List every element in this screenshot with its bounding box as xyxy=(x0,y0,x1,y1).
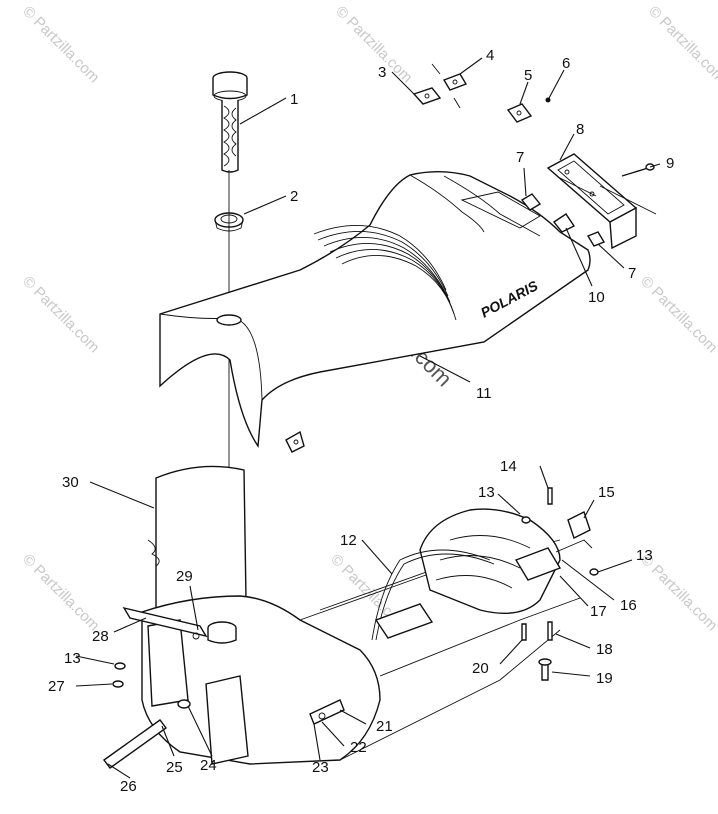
callout-29: 29 xyxy=(176,568,193,585)
callout-6: 6 xyxy=(562,55,570,72)
plate-part-5 xyxy=(506,103,533,123)
callout-26: 26 xyxy=(120,778,137,795)
callout-27: 27 xyxy=(48,678,65,695)
screw-part-9 xyxy=(621,163,655,177)
callout-25: 25 xyxy=(166,759,183,776)
callout-23: 23 xyxy=(312,759,329,776)
callout-14: 14 xyxy=(500,458,517,475)
callout-1: 1 xyxy=(290,91,298,108)
callout-28: 28 xyxy=(92,628,109,645)
watermark-text: © Partzilla.com xyxy=(332,3,415,86)
callout-22: 22 xyxy=(350,739,367,756)
fuel-tank-assembly xyxy=(103,487,599,769)
callout-12: 12 xyxy=(340,532,357,549)
leader-line xyxy=(431,63,441,75)
grommet-part-7 xyxy=(520,193,606,247)
plate-part-3 xyxy=(412,87,442,105)
callout-19: 19 xyxy=(596,670,613,687)
callout-16: 16 xyxy=(620,597,637,614)
callout-10: 10 xyxy=(588,289,605,306)
callout-21: 21 xyxy=(376,718,393,735)
callout-8: 8 xyxy=(576,121,584,138)
callout-18: 18 xyxy=(596,641,613,658)
leader-lines xyxy=(75,57,661,779)
watermark-text: © Partzilla.com xyxy=(19,273,102,356)
callout-17: 17 xyxy=(590,603,607,620)
callout-20: 20 xyxy=(472,660,489,677)
seat-shell-part: POLARIS xyxy=(159,171,591,453)
callout-15: 15 xyxy=(598,484,615,501)
watermark-text: © Partzilla.com xyxy=(19,3,102,86)
callout-7-upper: 7 xyxy=(516,149,524,166)
callout-9: 9 xyxy=(666,155,674,172)
fuel-filler-neck-part xyxy=(212,71,248,173)
taillight-bracket-part xyxy=(546,153,657,250)
callout-7-lower: 7 xyxy=(628,265,636,282)
callout-5: 5 xyxy=(524,67,532,84)
callout-2: 2 xyxy=(290,188,298,205)
callout-30: 30 xyxy=(62,474,79,491)
callout-13-top: 13 xyxy=(478,484,495,501)
watermark-text: © Partzilla.com xyxy=(637,273,718,356)
callout-13-left: 13 xyxy=(64,650,81,667)
watermark-text: © Partzilla.com xyxy=(19,551,102,634)
callout-24: 24 xyxy=(200,757,217,774)
plate-part-4 xyxy=(442,73,468,91)
callout-3: 3 xyxy=(378,64,386,81)
callout-13-right: 13 xyxy=(636,547,653,564)
tank-liner-part-30 xyxy=(147,465,248,625)
grommet-part-10 xyxy=(552,213,576,233)
watermark-text: © Partzilla.com xyxy=(645,3,718,86)
callout-4: 4 xyxy=(486,47,494,64)
leader-line xyxy=(453,97,461,109)
callout-labels: 1 2 3 4 5 6 7 7 8 9 10 11 12 13 13 13 14… xyxy=(48,47,674,795)
callout-11: 11 xyxy=(476,385,492,402)
